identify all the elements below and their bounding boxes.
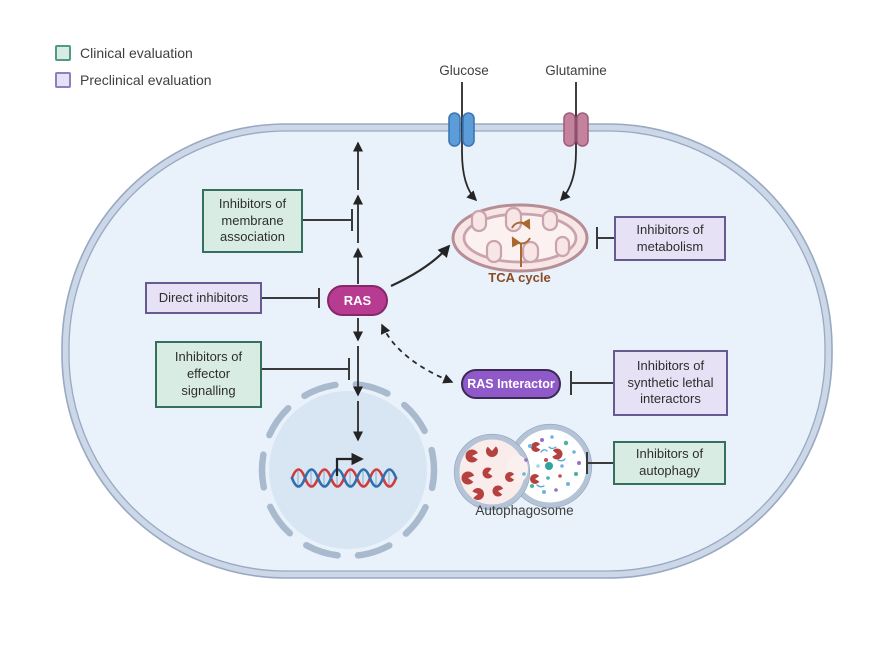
glutamine-transporter-icon	[559, 82, 589, 202]
box-inhibitors-autophagy: Inhibitors of autophagy	[613, 441, 726, 485]
ras-node: RAS	[327, 285, 388, 316]
box-inhibitors-effector-signalling: Inhibitors of effector signalling	[155, 341, 262, 408]
glucose-label: Glucose	[439, 63, 489, 78]
tca-cycle-icon	[511, 218, 531, 267]
inhibition-connectors	[262, 209, 614, 474]
box-inhibitors-synthetic-lethal: Inhibitors of synthetic lethal interacto…	[613, 350, 728, 416]
dna-icon	[290, 452, 398, 488]
mitochondrion-icon	[451, 203, 589, 273]
legend-item-clinical: Clinical evaluation	[55, 45, 212, 61]
box-inhibitors-membrane-association: Inhibitors of membrane association	[202, 189, 303, 253]
clinical-swatch-icon	[55, 45, 71, 61]
legend-label-preclinical: Preclinical evaluation	[80, 72, 212, 88]
autophagosome-label: Autophagosome	[475, 503, 574, 518]
glucose-transporter-icon	[448, 82, 478, 202]
box-inhibitors-metabolism: Inhibitors of metabolism	[614, 216, 726, 261]
box-direct-inhibitors: Direct inhibitors	[145, 282, 262, 314]
ras-arrows	[352, 141, 454, 442]
legend-label-clinical: Clinical evaluation	[80, 45, 193, 61]
tca-cycle-label: TCA cycle	[488, 270, 551, 285]
glutamine-label: Glutamine	[545, 63, 607, 78]
ras-interactor-node: RAS Interactor	[461, 369, 561, 399]
legend-item-preclinical: Preclinical evaluation	[55, 72, 212, 88]
legend: Clinical evaluation Preclinical evaluati…	[55, 45, 212, 88]
autophagosome-icon	[453, 423, 593, 511]
ras-interactor-dashed-arrow	[380, 323, 454, 384]
transcription-arrow	[335, 452, 364, 476]
preclinical-swatch-icon	[55, 72, 71, 88]
